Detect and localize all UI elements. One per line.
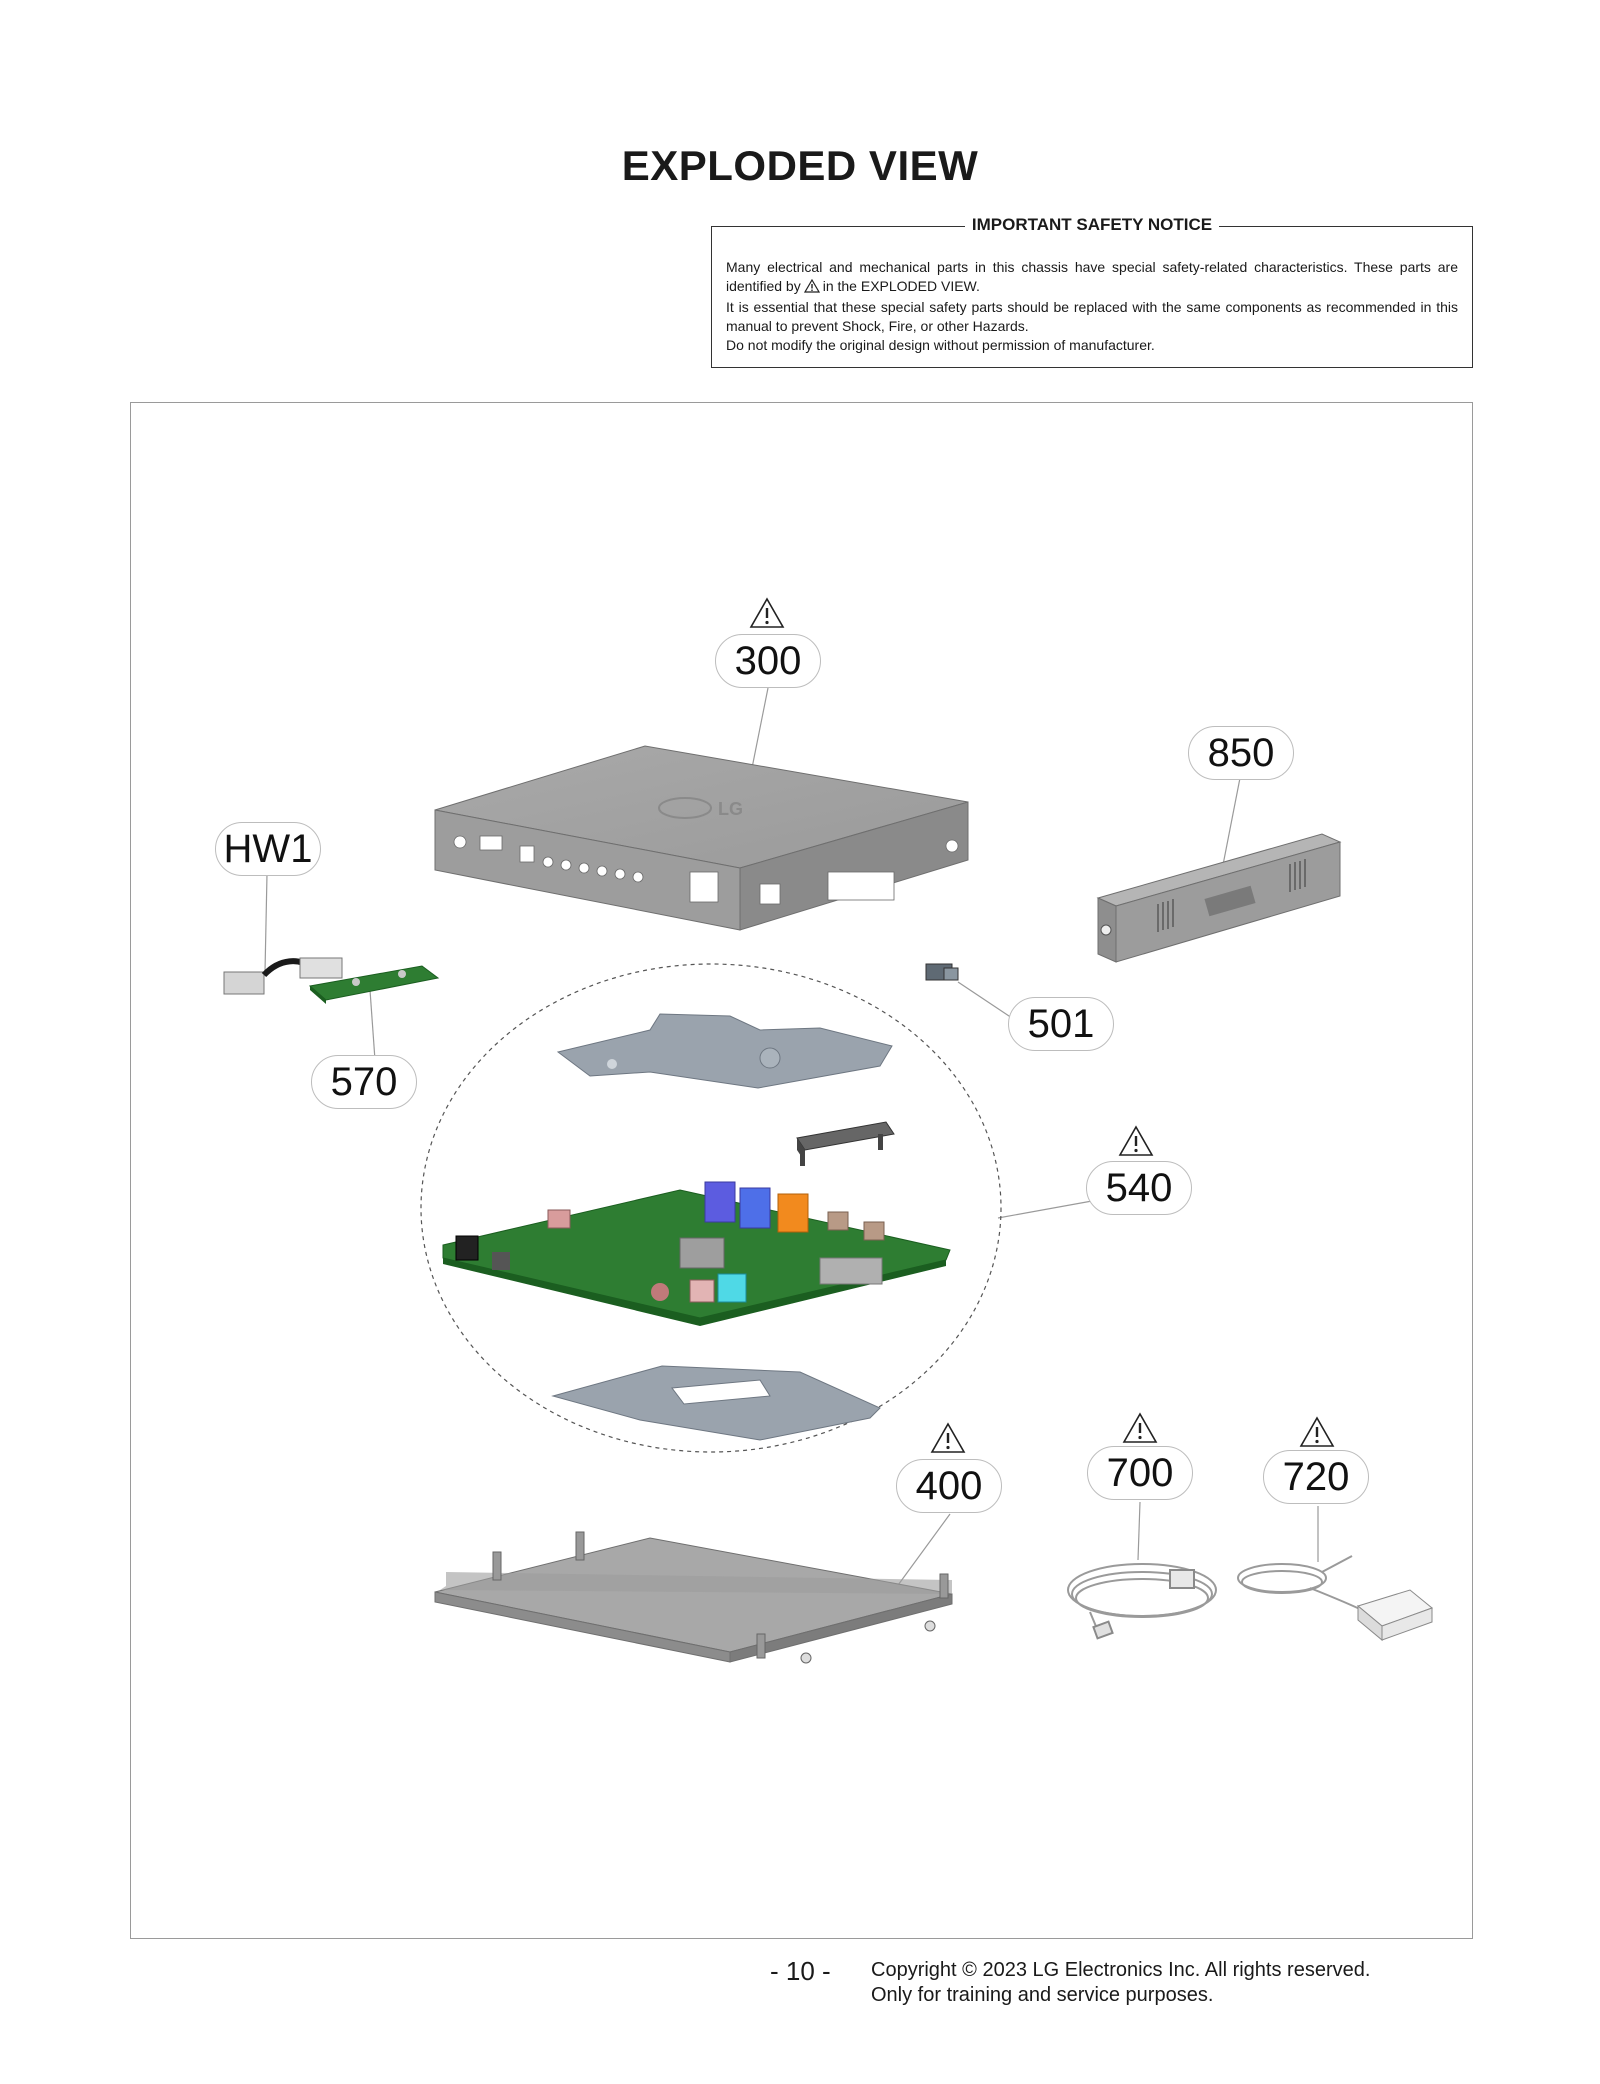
callout-700: 700 bbox=[1087, 1446, 1193, 1500]
warning-triangle-icon bbox=[749, 597, 785, 628]
safety-notice-line1-tail: in the EXPLODED VIEW. bbox=[822, 278, 980, 294]
bottom-tray-part bbox=[434, 1531, 953, 1664]
warning-triangle-icon bbox=[930, 1422, 966, 1453]
cable-harness-part bbox=[223, 957, 343, 995]
sub-board-part bbox=[308, 965, 440, 1004]
power-cord-part bbox=[1067, 1563, 1217, 1640]
main-board-part bbox=[442, 1181, 951, 1326]
warning-triangle-icon bbox=[1122, 1412, 1158, 1443]
warning-triangle-icon bbox=[803, 278, 820, 298]
leader-lines bbox=[264, 687, 1319, 1593]
connector-bar-part bbox=[796, 1121, 895, 1166]
callout-720: 720 bbox=[1263, 1450, 1369, 1504]
safety-notice-line1: Many electrical and mechanical parts in … bbox=[726, 259, 1458, 294]
warning-triangle-icon bbox=[1118, 1125, 1154, 1156]
copyright-line1: Copyright © 2023 LG Electronics Inc. All… bbox=[871, 1959, 1371, 1981]
safety-notice-box: IMPORTANT SAFETY NOTICE Many electrical … bbox=[711, 215, 1473, 368]
callout-540: 540 bbox=[1086, 1161, 1192, 1215]
small-bracket-part bbox=[925, 963, 959, 981]
top-cover-part: LG bbox=[434, 745, 969, 931]
exploded-view-frame bbox=[130, 402, 1473, 1939]
callout-570: 570 bbox=[311, 1055, 417, 1109]
copyright-line2: Only for training and service purposes. bbox=[871, 1984, 1214, 2006]
callout-hw1: HW1 bbox=[215, 822, 321, 876]
callout-300: 300 bbox=[715, 634, 821, 688]
safety-notice-title: IMPORTANT SAFETY NOTICE bbox=[964, 215, 1220, 234]
safety-notice-line3: Do not modify the original design withou… bbox=[726, 337, 1155, 353]
page-title: EXPLODED VIEW bbox=[621, 142, 979, 189]
callout-850: 850 bbox=[1188, 726, 1294, 780]
copyright-notice: Copyright © 2023 LG Electronics Inc. All… bbox=[871, 1958, 1370, 2008]
page-number: - 10 - bbox=[770, 1956, 831, 1986]
warning-triangle-icon bbox=[1299, 1416, 1335, 1447]
power-adapter-part bbox=[1237, 1555, 1433, 1642]
safety-notice-line2: It is essential that these special safet… bbox=[726, 299, 1458, 334]
assembly-group-outline bbox=[420, 963, 1002, 1453]
safety-notice-body: Many electrical and mechanical parts in … bbox=[726, 258, 1458, 355]
callout-400: 400 bbox=[896, 1459, 1002, 1513]
upper-shield-part bbox=[556, 1013, 893, 1089]
side-cover-part bbox=[1096, 833, 1342, 963]
callout-501: 501 bbox=[1008, 997, 1114, 1051]
lower-shield-part bbox=[551, 1365, 881, 1441]
svg-text:LG: LG bbox=[718, 799, 743, 819]
